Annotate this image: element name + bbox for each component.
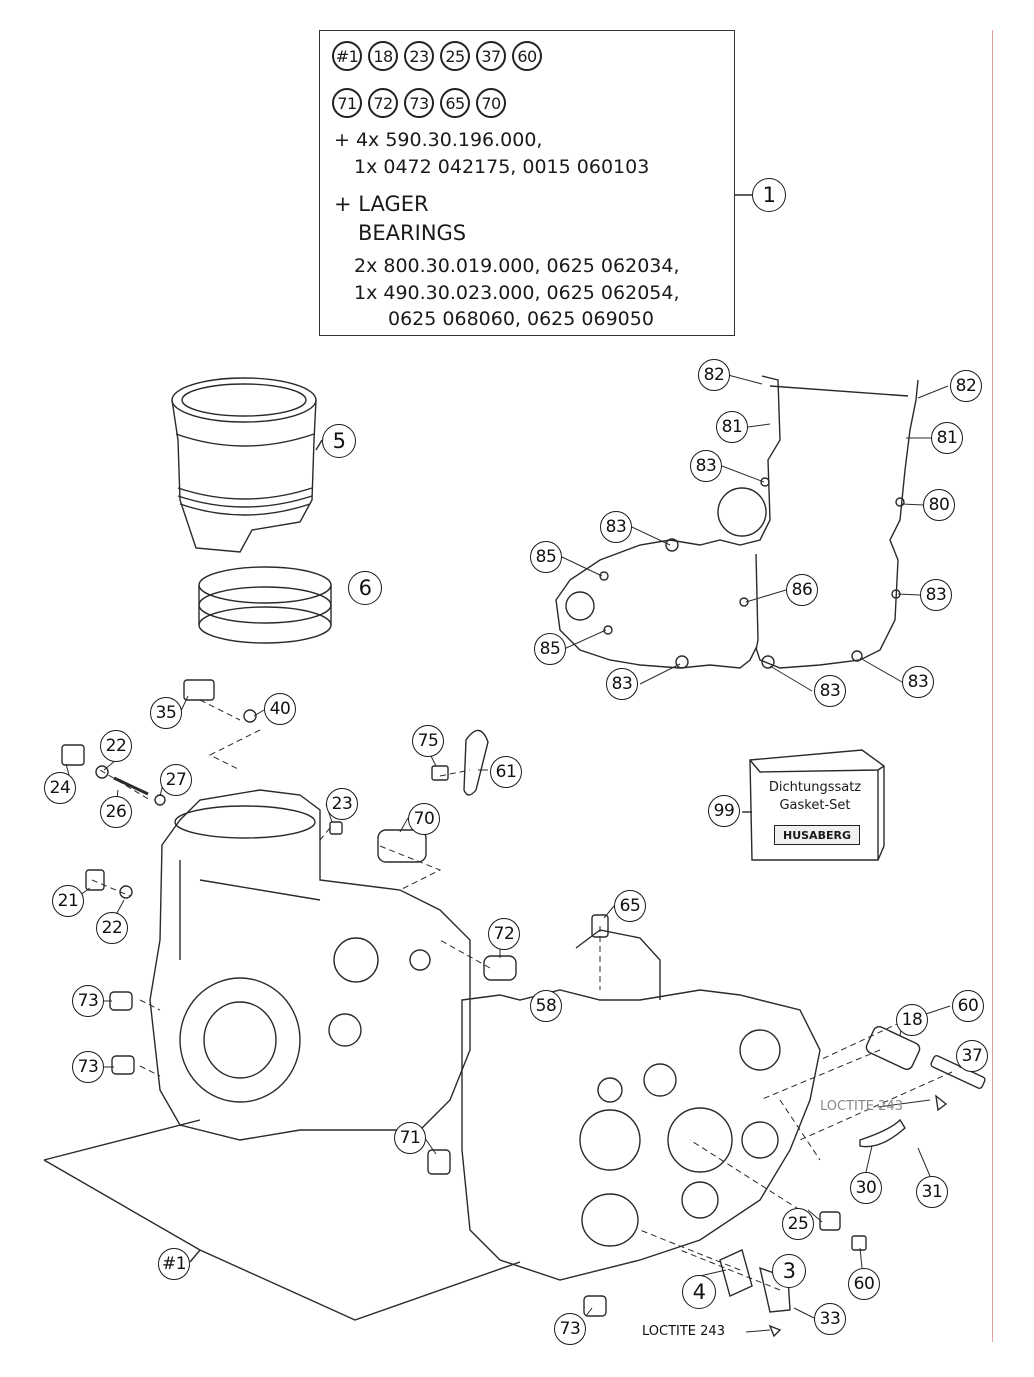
kit-badge: 37 [476,41,506,71]
kit-line: + LAGER [334,192,429,216]
callout-83: 83 [814,675,846,707]
callout-83: 83 [902,666,934,698]
kit-badge: 23 [404,41,434,71]
loctite-label: LOCTITE 243 [820,1099,903,1114]
callout-58: 58 [530,990,562,1022]
callout-75: 75 [412,725,444,757]
kit-line: 0625 068060, 0625 069050 [388,308,654,330]
gasket-set-line: Gasket-Set [779,798,851,813]
dashed-guides [91,699,953,1291]
callout-27: 27 [160,764,192,796]
callout-30: 30 [850,1172,882,1204]
callout-73: 73 [72,1051,104,1083]
callout-81: 81 [716,411,748,443]
callout-70: 70 [408,803,440,835]
kit-line: 1x 0472 042175, 0015 060103 [354,156,650,178]
kit-badge: 65 [440,88,470,118]
callout-82: 82 [698,359,730,391]
kit-line: 2x 800.30.019.000, 0625 062034, [354,255,680,277]
kit-badge: 71 [332,88,362,118]
callout-61: 61 [490,756,522,788]
kit-badge: #1 [332,41,362,71]
loctite-label: LOCTITE 243 [642,1324,725,1339]
leader-hash1 [189,1249,201,1263]
callout-83: 83 [606,668,638,700]
right-crankcase-drawing [461,929,821,1281]
callout-24: 24 [44,772,76,804]
callout-65: 65 [614,890,646,922]
callout-5: 5 [322,424,356,458]
callout-21: 21 [52,885,84,917]
callout-85: 85 [534,633,566,665]
gasket-set-box-drawing [749,749,885,861]
callout-25: 25 [782,1208,814,1240]
callout-37: 37 [956,1040,988,1072]
kit-line: 1x 490.30.023.000, 0625 062054, [354,282,680,304]
leader-5 [315,439,323,451]
callout-18: 18 [896,1004,928,1036]
kit-contents-box: #1 18 23 25 37 60 71 72 73 65 70 + 4x 59… [319,30,735,336]
callout-60: 60 [952,990,984,1022]
callout-22: 22 [96,912,128,944]
callout-3: 3 [772,1254,806,1288]
gasket-set-line: Dichtungssatz [768,780,862,795]
assembly-bracket-left [43,1119,201,1161]
callout-80: 80 [923,489,955,521]
callout-31: 31 [916,1176,948,1208]
callout-22: 22 [100,730,132,762]
page-edge-line [992,30,993,1342]
callout-73: 73 [72,985,104,1017]
callout-99: 99 [708,795,740,827]
callout-26: 26 [100,796,132,828]
kit-badge: 73 [404,88,434,118]
callout-72: 72 [488,918,520,950]
husaberg-logo: HUSABERG [774,825,860,845]
callout-83: 83 [600,511,632,543]
callout-85: 85 [530,541,562,573]
kit-line: + 4x 590.30.196.000, [334,129,543,151]
callout-23: 23 [326,788,358,820]
piston-rings-drawing [198,566,332,644]
piston-drawing [171,377,317,553]
callout-71: 71 [394,1122,426,1154]
callout-hash-1: #1 [158,1248,190,1280]
callout-73: 73 [554,1313,586,1345]
callout-4: 4 [682,1275,716,1309]
kit-line: BEARINGS [358,221,467,245]
kit-badge: 25 [440,41,470,71]
callout-60: 60 [848,1268,880,1300]
callout-33: 33 [814,1303,846,1335]
gasket-outline-drawing [555,375,919,669]
kit-badge: 60 [512,41,542,71]
callout-81: 81 [931,422,963,454]
callout-83: 83 [920,579,952,611]
gasket-set-label: Dichtungssatz Gasket-Set HUSABERG [752,780,878,860]
left-crankcase-drawing [149,789,471,1141]
hardware-drawing [61,679,986,1338]
kit-badge: 70 [476,88,506,118]
kit-badges-row-2: 71 72 73 65 70 [332,88,506,118]
kit-badge: 18 [368,41,398,71]
callout-83: 83 [690,450,722,482]
kit-badge: 72 [368,88,398,118]
assembly-bracket [43,1159,521,1321]
callout-82: 82 [950,370,982,402]
callout-6: 6 [348,571,382,605]
callout-86: 86 [786,574,818,606]
kit-badges-row-1: #1 18 23 25 37 60 [332,41,542,71]
callout-40: 40 [264,693,296,725]
callout-35: 35 [150,697,182,729]
callout-1: 1 [752,178,786,212]
